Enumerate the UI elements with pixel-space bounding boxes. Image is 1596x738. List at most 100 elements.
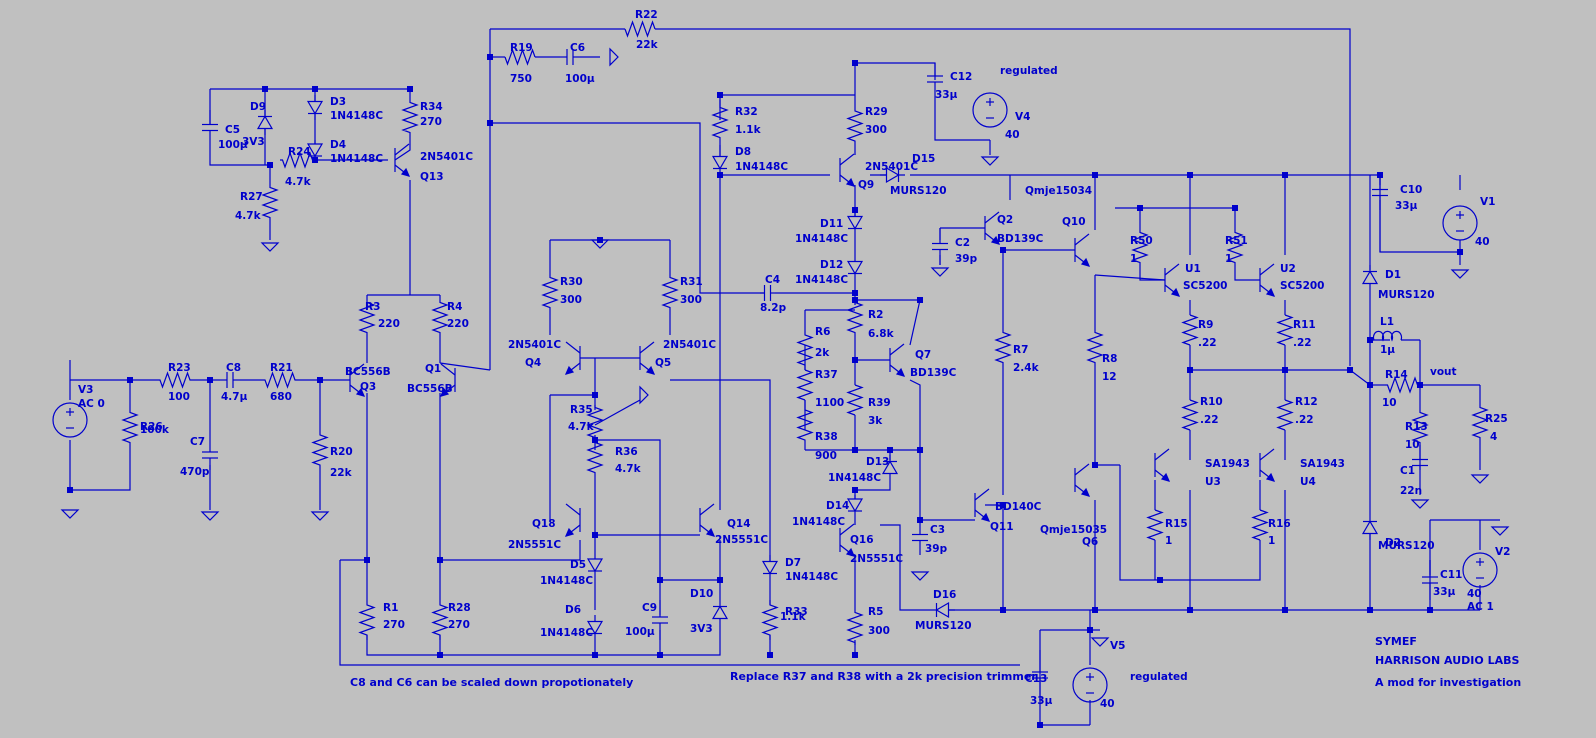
transistor-collector xyxy=(349,363,365,376)
transistor-collector xyxy=(889,343,905,356)
wire xyxy=(339,560,1020,666)
label-c3v: 39p xyxy=(925,543,948,555)
label-q2m: Qmje15034 xyxy=(1025,185,1092,197)
junction-dot xyxy=(1282,172,1288,178)
label-r30v: 300 xyxy=(560,294,582,306)
ground-symbol xyxy=(1490,526,1510,536)
label-r12: R12 xyxy=(1295,396,1318,408)
ground-symbol xyxy=(260,242,280,252)
wire xyxy=(655,28,1351,366)
junction-dot xyxy=(1187,172,1193,178)
label-r5: R5 xyxy=(868,606,883,618)
label-d13v: 1N4148C xyxy=(828,472,881,484)
wire xyxy=(394,135,411,161)
label-u3: U3 xyxy=(1205,476,1221,488)
label-r3v: 220 xyxy=(378,318,400,330)
label-v4: V4 xyxy=(1015,111,1030,123)
junction-dot xyxy=(1232,205,1238,211)
label-r51: R51 xyxy=(1225,235,1248,247)
wire xyxy=(909,299,921,346)
diode xyxy=(935,601,950,619)
junction-dot xyxy=(657,652,663,658)
label-r33v: 1.1k xyxy=(780,611,807,623)
label-regulated_top: regulated xyxy=(1000,65,1058,77)
label-r31v: 300 xyxy=(680,294,702,306)
emitter-arrow xyxy=(895,367,906,377)
transistor-collector xyxy=(1259,448,1275,461)
label-q9t: 2N5401C xyxy=(865,161,918,173)
junction-dot xyxy=(487,54,493,60)
transistor-collector xyxy=(1164,263,1180,276)
label-r25v: 4 xyxy=(1490,431,1497,443)
junction-dot xyxy=(207,377,213,383)
resistor xyxy=(311,430,329,470)
label-d7v: 1N4148C xyxy=(785,571,838,583)
wire-layer xyxy=(69,28,1500,726)
junction-dot xyxy=(1000,607,1006,613)
label-c5: C5 xyxy=(225,124,240,136)
label-r13: R13 xyxy=(1405,421,1428,433)
wire xyxy=(1349,369,1371,386)
transistor-collector xyxy=(1154,448,1170,461)
label-r5v: 300 xyxy=(868,625,890,637)
label-d2v: MURS120 xyxy=(1378,540,1435,552)
label-d11: D11 xyxy=(820,218,843,230)
diode xyxy=(761,560,779,575)
label-q1: Q1 xyxy=(425,363,441,375)
ground-symbol xyxy=(930,267,950,277)
diode xyxy=(711,605,729,620)
label-r22: R22 xyxy=(635,9,658,21)
label-v2v: 40 xyxy=(1467,588,1482,600)
label-symef: SYMEF xyxy=(1375,635,1417,648)
label-r34: R34 xyxy=(420,101,443,113)
label-c3: C3 xyxy=(930,524,945,536)
label-d14v: 1N4148C xyxy=(792,516,845,528)
label-q7t: BD139C xyxy=(910,367,957,379)
label-r27: R27 xyxy=(240,191,263,203)
junction-dot xyxy=(917,517,923,523)
junction-dot xyxy=(597,237,603,243)
resistor xyxy=(711,100,729,145)
label-c6v: 100µ xyxy=(565,73,595,85)
label-r6v: 2k xyxy=(815,347,830,359)
junction-dot xyxy=(1347,367,1353,373)
label-c4: C4 xyxy=(765,274,780,286)
label-c11v: 33µ xyxy=(1433,586,1456,598)
label-c13: C13 xyxy=(1025,673,1047,685)
wire xyxy=(69,440,131,491)
label-u2t: SC5200 xyxy=(1280,280,1325,292)
diode xyxy=(1361,520,1379,535)
resistor xyxy=(121,410,139,445)
junction-dot xyxy=(1427,607,1433,613)
label-d3: D3 xyxy=(330,96,346,108)
junction-layer xyxy=(67,54,1463,728)
label-v3: V3 xyxy=(78,384,93,396)
junction-dot xyxy=(887,447,893,453)
label-r10v: .22 xyxy=(1200,414,1219,426)
wire xyxy=(209,145,270,166)
label-c1v: 22n xyxy=(1400,485,1422,497)
label-harrison: HARRISON AUDIO LABS xyxy=(1375,654,1519,667)
junction-dot xyxy=(592,437,598,443)
label-r25: R25 xyxy=(1485,413,1508,425)
diode xyxy=(846,498,864,513)
label-q14: Q14 xyxy=(727,518,751,530)
ground-symbol xyxy=(60,509,80,519)
resistor xyxy=(1251,509,1269,541)
label-d16: D16 xyxy=(933,589,956,601)
label-r37v: 1100 xyxy=(815,397,844,409)
label-q10: Q10 xyxy=(1062,216,1086,228)
diode xyxy=(881,460,899,475)
transistor-collector xyxy=(984,211,1000,224)
label-r37: R37 xyxy=(815,369,838,381)
label-r16v: 1 xyxy=(1268,535,1275,547)
label-d15: D15 xyxy=(912,153,935,165)
label-r19v: 750 xyxy=(510,73,532,85)
resistor xyxy=(1226,230,1244,265)
label-r13v: 10 xyxy=(1405,439,1420,451)
ground-symbol xyxy=(1410,499,1430,509)
label-c11: C11 xyxy=(1440,569,1462,581)
emitter-arrow xyxy=(845,177,856,187)
junction-dot xyxy=(1367,337,1373,343)
junction-dot xyxy=(1092,462,1098,468)
